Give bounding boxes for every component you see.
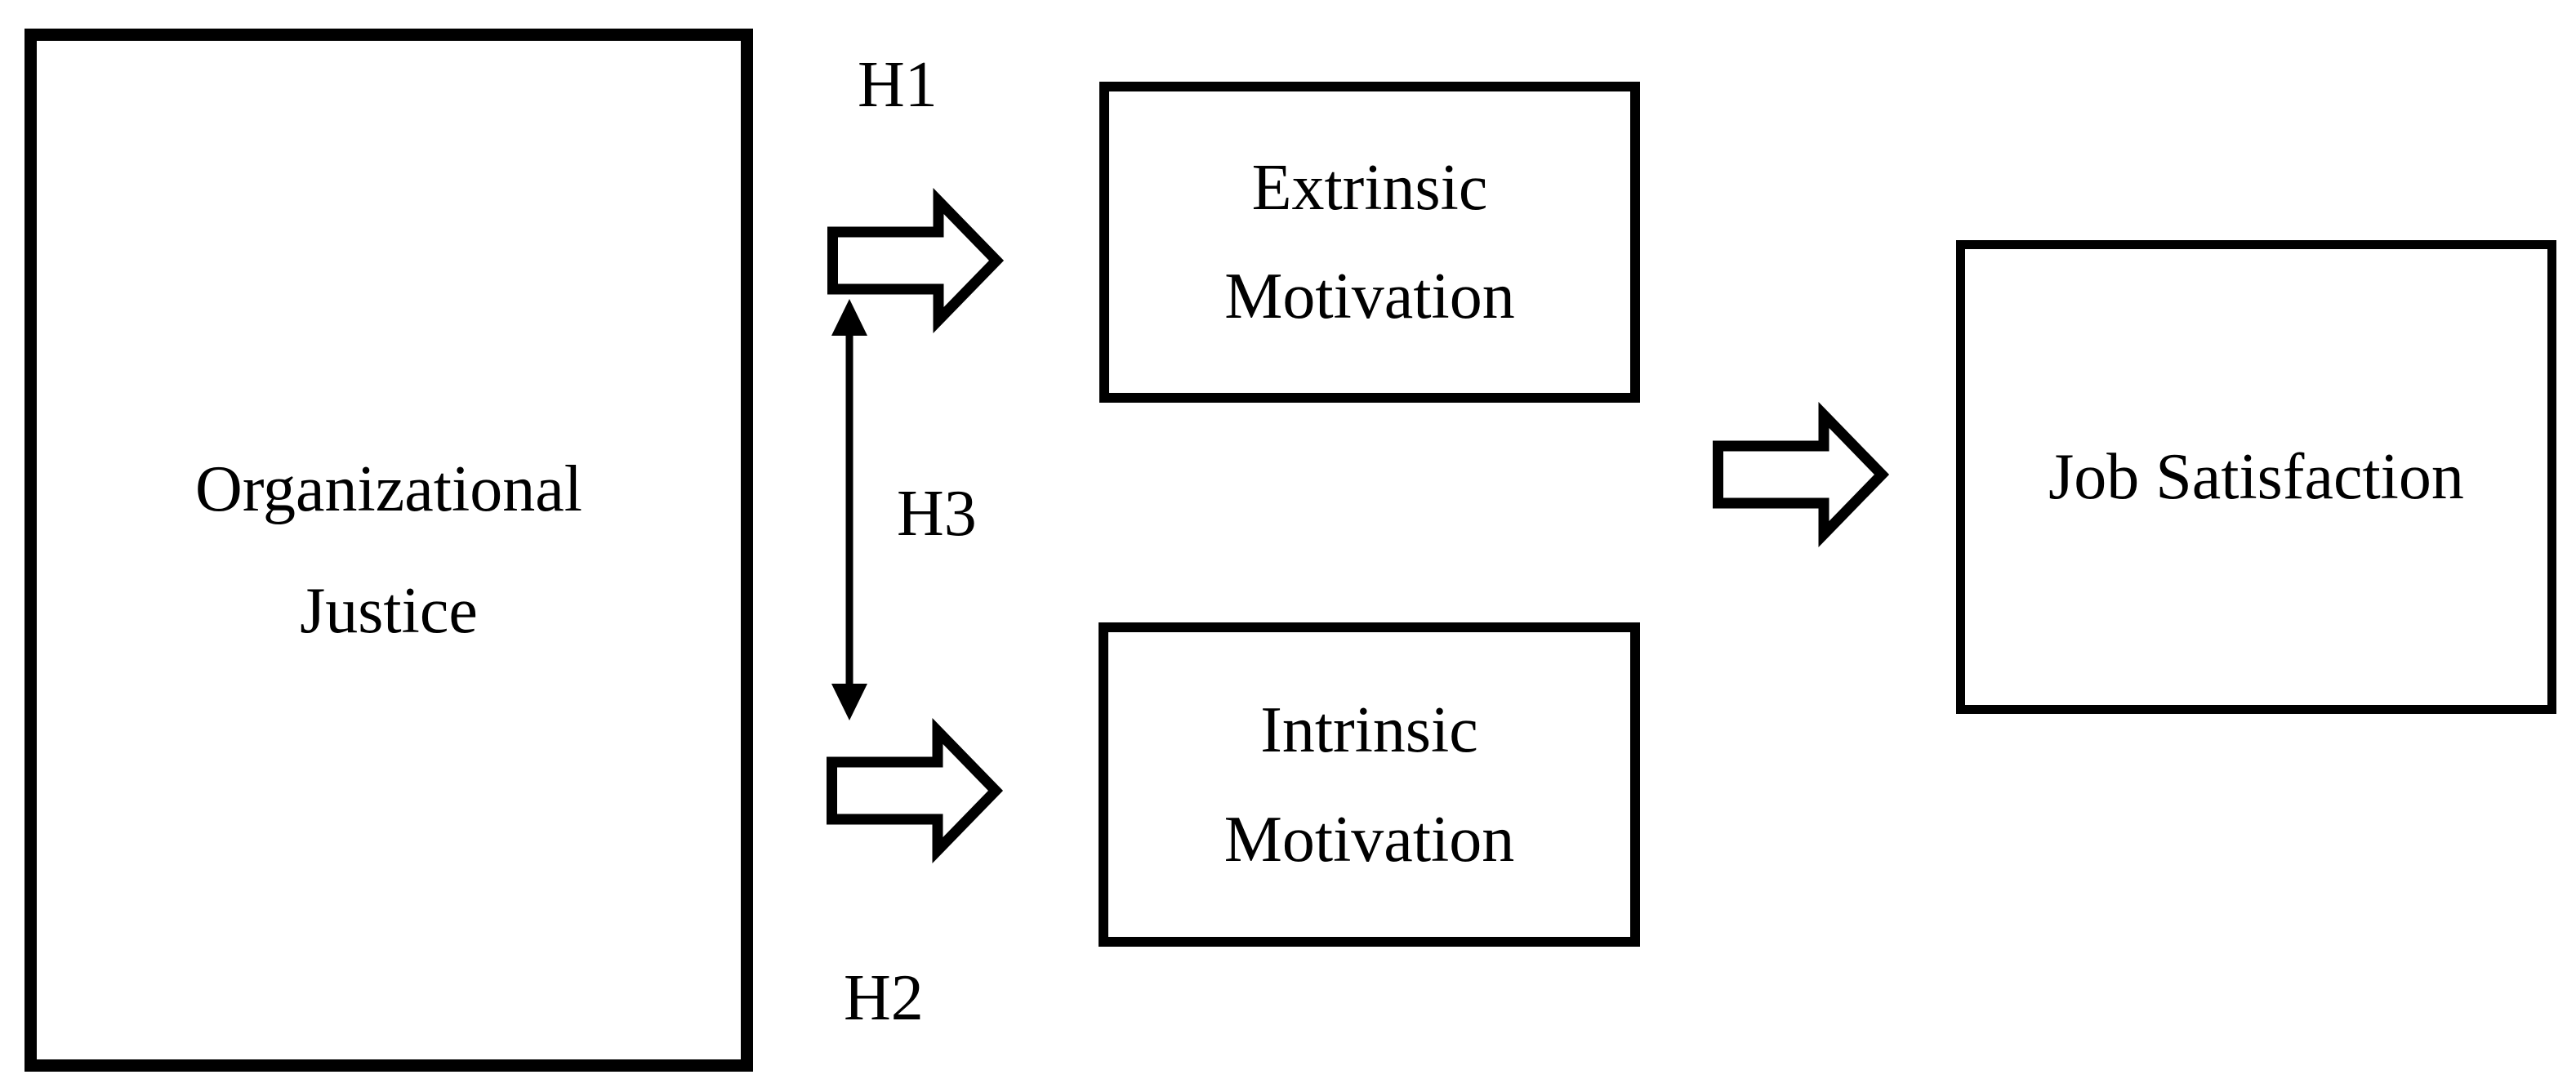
block-arrow-right-icon <box>1713 401 1890 548</box>
double-headed-vertical-arrow-icon <box>831 299 867 720</box>
node-organizational-justice-line2: Justice <box>300 574 478 647</box>
node-intrinsic-motivation: Intrinsic Motivation <box>1099 622 1640 947</box>
node-organizational-justice: Organizational Justice <box>25 29 753 1072</box>
node-job-satisfaction: Job Satisfaction <box>1956 240 2556 714</box>
node-extrinsic-motivation: Extrinsic Motivation <box>1099 82 1640 403</box>
node-extrinsic-motivation-line2: Motivation <box>1224 260 1515 332</box>
node-intrinsic-motivation-line2: Motivation <box>1223 803 1515 876</box>
hypothesis-label-h1: H1 <box>858 49 938 121</box>
node-job-satisfaction-line1: Job Satisfaction <box>2048 441 2464 513</box>
hypothesis-label-h3: H3 <box>897 478 977 550</box>
node-intrinsic-motivation-line1: Intrinsic <box>1260 693 1478 766</box>
block-arrow-right-icon <box>827 717 1004 864</box>
node-organizational-justice-line1: Organizational <box>195 453 582 525</box>
hypothesis-label-h2: H2 <box>844 962 924 1034</box>
node-extrinsic-motivation-line1: Extrinsic <box>1251 151 1488 224</box>
block-arrow-right-icon <box>827 187 1005 334</box>
